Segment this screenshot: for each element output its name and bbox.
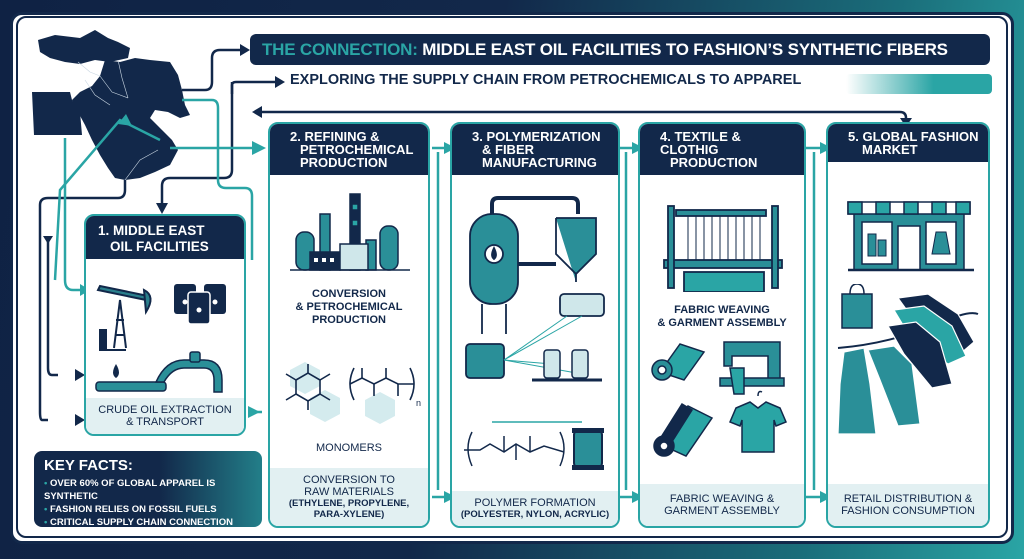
stage-3-footer: POLYMER FORMATION (POLYESTER, NYLON, ACR… <box>452 491 618 526</box>
stage-2-title-line1: 2. REFINING & <box>290 129 380 144</box>
stage-2-footer-line1: CONVERSION TO <box>303 474 395 486</box>
stage-1-footer: CRUDE OIL EXTRACTION & TRANSPORT <box>86 398 244 434</box>
stage-4-title-line1: 4. TEXTILE & CLOTHIG <box>660 129 741 157</box>
title-accent: THE CONNECTION: <box>262 40 418 59</box>
refinery-icon <box>290 193 410 271</box>
stage-2-title-line3: PRODUCTION <box>300 155 388 170</box>
fabric-roll-dark-icon <box>653 402 714 457</box>
stage-3-title-line2: & FIBER <box>482 142 534 157</box>
loom-icon <box>663 205 783 292</box>
stage-3-footer-line2: (POLYESTER, NYLON, ACRYLIC) <box>460 509 610 520</box>
sewing-machine-icon <box>719 341 785 395</box>
stage-4-mid-label: FABRIC WEAVING & GARMENT ASSEMBLY <box>640 304 804 330</box>
shopping-bag-icon <box>841 284 873 329</box>
oil-drop-icon <box>113 364 119 378</box>
subtitle-accent-bar <box>846 74 992 94</box>
stage-card-1: 1. MIDDLE EAST OIL FACILITIES CRUDE OIL … <box>84 214 246 436</box>
stage-1-footer-line2: & TRANSPORT <box>126 416 204 428</box>
stage-card-4: 4. TEXTILE & CLOTHIG PRODUCTION FABRIC W… <box>638 122 806 528</box>
stage-card-5: 5. GLOBAL FASHION MARKET RETAIL DISTRIBU… <box>826 122 990 528</box>
stage-4-footer: FABRIC WEAVING & GARMENT ASSEMBLY <box>640 484 804 526</box>
key-facts-title: KEY FACTS: <box>44 457 133 474</box>
middle-east-map <box>32 30 190 180</box>
stage-1-title-line1: 1. MIDDLE EAST <box>98 223 205 238</box>
stage-card-3: 3. POLYMERIZATION & FIBER MANUFACTURING … <box>450 122 620 528</box>
molecule-subscript: n <box>416 398 421 408</box>
stage-4-title-line2: PRODUCTION <box>670 155 758 170</box>
stage-2-footer-line2: RAW MATERIALS <box>304 486 394 498</box>
stage-5-footer-line1: RETAIL DISTRIBUTION & <box>843 493 973 505</box>
polymer-reactor-icon <box>465 196 605 382</box>
clothing-rack-icon <box>837 284 979 435</box>
stage-3-title-line1: 3. POLYMERIZATION <box>472 129 601 144</box>
stage-4-mid-line1: FABRIC WEAVING <box>674 304 770 316</box>
stage-2-mid-line2: & PETROCHEMICAL <box>295 301 403 313</box>
stage-1-title: 1. MIDDLE EAST OIL FACILITIES <box>86 216 244 259</box>
stage-2-footer-line3: (ETHYLENE, PROPYLENE, <box>288 498 410 509</box>
stage-1-footer-line1: CRUDE OIL EXTRACTION <box>98 404 232 416</box>
navy-connector-lines <box>38 48 908 422</box>
oil-barrels-icon <box>174 284 226 325</box>
pipeline-icon <box>95 351 223 393</box>
monomer-molecule-icon: n <box>285 362 421 424</box>
stage-3-footer-line1: POLYMER FORMATION <box>474 497 596 509</box>
stage-2-title-line2: PETROCHEMICAL <box>300 142 414 157</box>
key-fact-item: CRITICAL SUPPLY CHAIN CONNECTION <box>44 516 252 529</box>
thread-spool-icon <box>572 428 604 470</box>
garment-production-icons <box>651 341 787 457</box>
infographic-inner-frame <box>16 16 1008 538</box>
stage-5-title-line1: 5. GLOBAL FASHION <box>848 129 979 144</box>
stage-card-2: 2. REFINING & PETROCHEMICAL PRODUCTION C… <box>268 122 430 528</box>
page-title: THE CONNECTION: MIDDLE EAST OIL FACILITI… <box>250 34 990 65</box>
stage-5-title-line2: MARKET <box>862 142 918 157</box>
stage-3-title-line3: MANUFACTURING <box>482 155 597 170</box>
stage-4-footer-line1: FABRIC WEAVING & <box>669 493 775 505</box>
oil-pumpjack-icon <box>96 284 152 351</box>
stage-1-title-line2: OIL FACILITIES <box>110 239 209 254</box>
stage-5-footer-line2: FASHION CONSUMPTION <box>841 505 975 517</box>
key-fact-item: OVER 60% OF GLOBAL APPAREL IS SYNTHETIC <box>44 477 252 503</box>
stage-5-title: 5. GLOBAL FASHION MARKET <box>828 124 988 162</box>
storefront-icon <box>847 201 974 272</box>
stage-4-title: 4. TEXTILE & CLOTHIG PRODUCTION <box>640 124 804 175</box>
stage-2-mid-label: CONVERSION & PETROCHEMICAL PRODUCTION <box>270 288 428 327</box>
stage-1-illustration <box>95 284 226 393</box>
title-text: MIDDLE EAST OIL FACILITIES TO FASHION’S … <box>417 40 948 59</box>
stage-2-mid-line3: PRODUCTION <box>312 314 386 326</box>
monomers-label: MONOMERS <box>316 442 382 454</box>
stage-3-title: 3. POLYMERIZATION & FIBER MANUFACTURING <box>452 124 618 175</box>
key-facts-list: OVER 60% OF GLOBAL APPAREL IS SYNTHETIC … <box>44 477 252 529</box>
key-facts-panel: KEY FACTS: OVER 60% OF GLOBAL APPAREL IS… <box>34 451 262 529</box>
stage-2-footer-line4: PARA-XYLENE) <box>313 509 385 520</box>
stage-2-title: 2. REFINING & PETROCHEMICAL PRODUCTION <box>270 124 428 175</box>
polymer-molecule-icon <box>464 421 604 470</box>
stage-4-mid-line2: & GARMENT ASSEMBLY <box>657 317 787 329</box>
stage-4-footer-line2: GARMENT ASSEMBLY <box>664 505 780 517</box>
fabric-roll-icon <box>651 343 706 381</box>
map-borders <box>77 59 159 181</box>
stage-2-mid-line1: CONVERSION <box>312 288 386 300</box>
key-fact-item: FASHION RELIES ON FOSSIL FUELS <box>44 503 252 516</box>
page-subtitle: EXPLORING THE SUPPLY CHAIN FROM PETROCHE… <box>290 72 802 88</box>
polo-shirt-icon <box>729 390 787 453</box>
stage-2-footer: CONVERSION TO RAW MATERIALS (ETHYLENE, P… <box>270 468 428 526</box>
teal-connector-lines <box>53 98 824 499</box>
stage-5-footer: RETAIL DISTRIBUTION & FASHION CONSUMPTIO… <box>828 484 988 526</box>
